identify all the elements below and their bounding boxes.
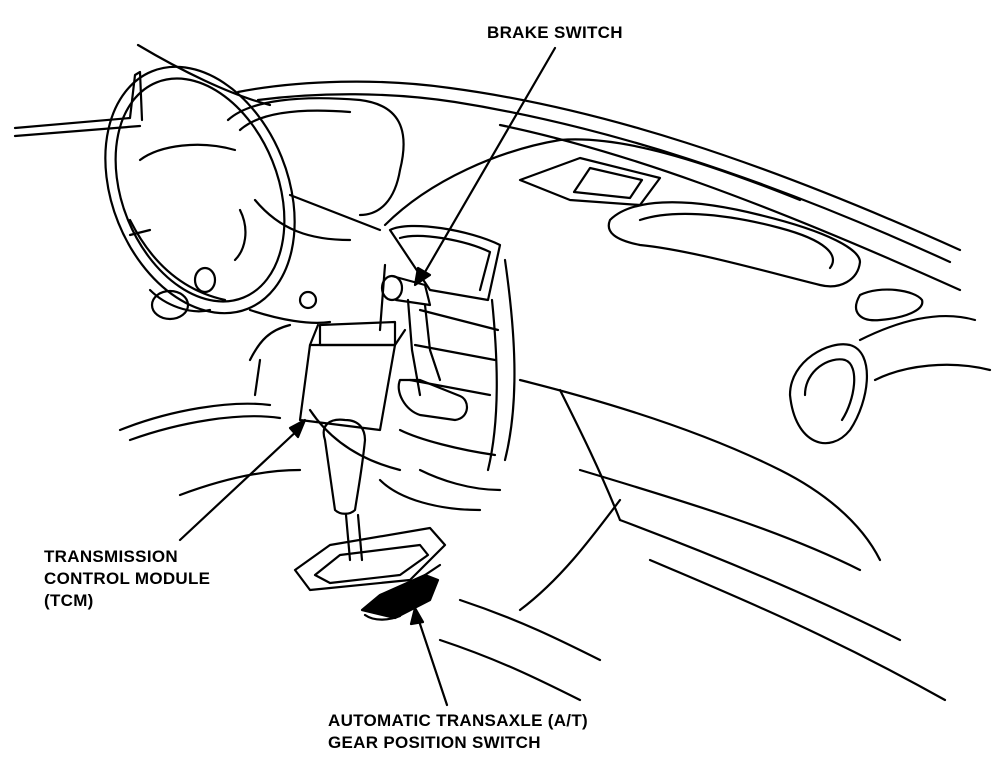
- shifter-plate: [293, 526, 447, 592]
- center-stack: [378, 224, 516, 472]
- brake-switch-label: BRAKE SWITCH: [487, 22, 623, 44]
- gear-switch-label-line1: AUTOMATIC TRANSAXLE (A/T): [328, 711, 588, 730]
- tcm-leader: [178, 418, 307, 542]
- right-side-vent: [788, 314, 992, 445]
- brake-switch-text: BRAKE SWITCH: [487, 23, 623, 42]
- brake-switch-leader: [413, 46, 557, 287]
- tcm-label: TRANSMISSION CONTROL MODULE (TCM): [44, 546, 210, 612]
- tcm-label-line1: TRANSMISSION: [44, 547, 178, 566]
- brake-switch-assembly: [380, 274, 442, 397]
- glove-box: [518, 378, 947, 702]
- brake-pedal: [397, 378, 468, 422]
- tcm-label-line3: (TCM): [44, 591, 94, 610]
- steering-wheel: [104, 65, 296, 321]
- gear-position-switch: [360, 563, 442, 621]
- gear-switch-leader: [409, 606, 449, 707]
- center-console: [308, 408, 602, 702]
- passenger-dash-panel: [607, 201, 924, 322]
- left-lower-dash: [118, 323, 302, 497]
- tcm-label-line2: CONTROL MODULE: [44, 569, 211, 588]
- shift-lever: [322, 418, 367, 562]
- gear-switch-label: AUTOMATIC TRANSAXLE (A/T) GEAR POSITION …: [328, 710, 588, 754]
- instrument-cluster: [226, 97, 405, 324]
- tcm-module: [298, 320, 407, 432]
- gear-switch-label-line2: GEAR POSITION SWITCH: [328, 733, 541, 752]
- dashboard-top: [236, 80, 962, 292]
- top-center-vent: [518, 156, 662, 207]
